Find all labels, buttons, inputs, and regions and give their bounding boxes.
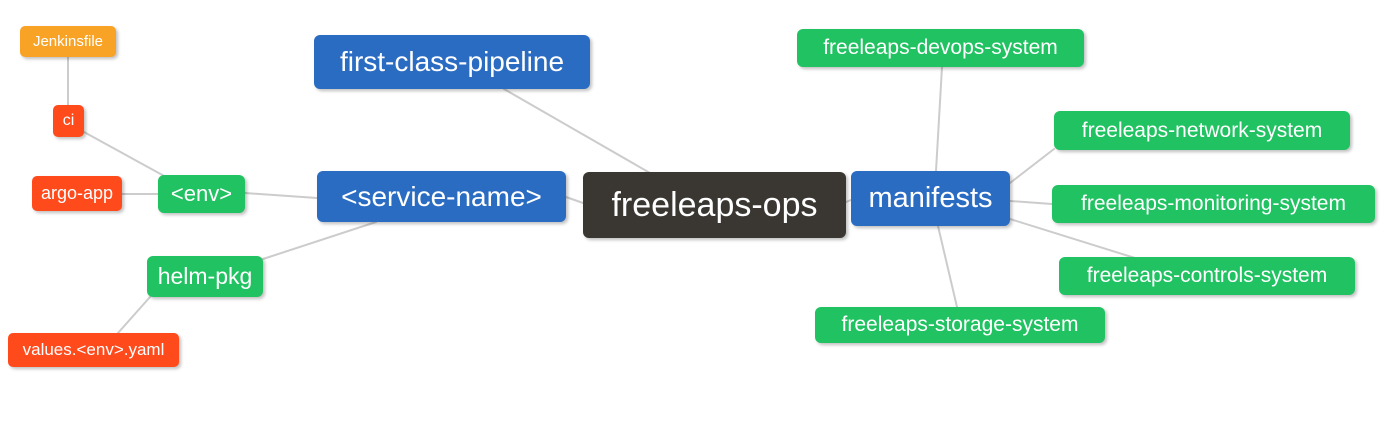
node-manifests[interactable]: manifests	[851, 171, 1010, 226]
node-env[interactable]: <env>	[158, 175, 245, 213]
node-controls-system[interactable]: freeleaps-controls-system	[1059, 257, 1355, 295]
node-values-env-yaml[interactable]: values.<env>.yaml	[8, 333, 179, 367]
node-freeleaps-ops[interactable]: freeleaps-ops	[583, 172, 846, 238]
edge-helm-pkg-service-name	[262, 221, 377, 260]
node-monitoring-system[interactable]: freeleaps-monitoring-system	[1052, 185, 1375, 223]
node-first-class-pipeline[interactable]: first-class-pipeline	[314, 35, 590, 89]
edge-manifests-network	[1009, 148, 1055, 184]
edge-manifests-controls	[1009, 218, 1136, 259]
edge-env-service-name	[244, 192, 318, 199]
edge-pipeline-freeleaps-ops	[503, 88, 651, 174]
node-helm-pkg[interactable]: helm-pkg	[147, 256, 263, 297]
edge-service-freeleaps-ops	[565, 196, 584, 204]
node-network-system[interactable]: freeleaps-network-system	[1054, 111, 1350, 150]
edge-values-helm-pkg	[117, 296, 151, 334]
edge-manifests-monitoring	[1009, 200, 1053, 205]
edge-freeleaps-ops-manifests	[845, 199, 852, 203]
node-jenkinsfile[interactable]: Jenkinsfile	[20, 26, 116, 57]
edge-ci-env	[83, 131, 167, 178]
node-argo-app[interactable]: argo-app	[32, 176, 122, 211]
node-ci[interactable]: ci	[53, 105, 84, 137]
node-service-name[interactable]: <service-name>	[317, 171, 566, 222]
node-storage-system[interactable]: freeleaps-storage-system	[815, 307, 1105, 343]
node-devops-system[interactable]: freeleaps-devops-system	[797, 29, 1084, 67]
edge-manifests-devops	[935, 66, 943, 172]
edge-manifests-storage	[937, 225, 958, 308]
